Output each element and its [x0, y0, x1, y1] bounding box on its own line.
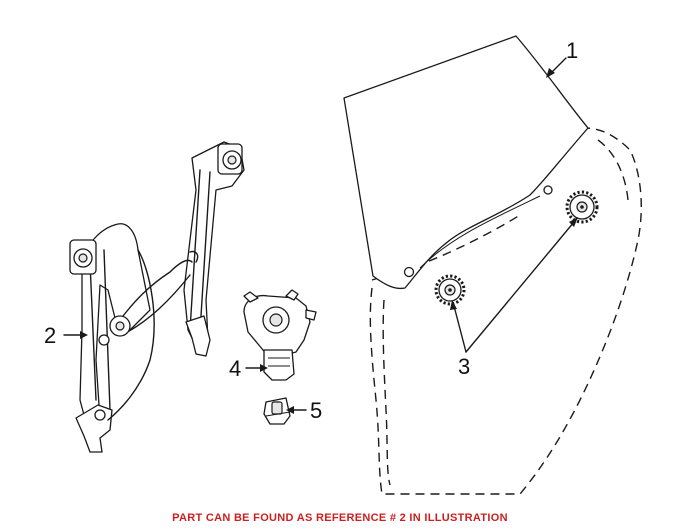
callout-1: 1: [566, 38, 578, 63]
footer-note: PART CAN BE FOUND AS REFERENCE # 2 IN IL…: [172, 512, 508, 524]
door-glass: [343, 35, 589, 290]
callout-2: 2: [44, 323, 56, 348]
gear-bolt-left: [434, 274, 466, 306]
window-regulator: [69, 141, 245, 453]
motor-connector: [263, 397, 291, 425]
door-outline: [369, 127, 642, 495]
callout-5: 5: [310, 398, 322, 423]
gear-bolt-right: [565, 190, 599, 224]
window-motor: [243, 289, 317, 381]
glass-mount-hole-icon: [543, 185, 553, 195]
callout-3: 3: [458, 354, 470, 379]
leader-lines: [63, 57, 578, 414]
callout-4: 4: [229, 356, 241, 381]
glass-mount-hole-icon: [403, 266, 415, 278]
